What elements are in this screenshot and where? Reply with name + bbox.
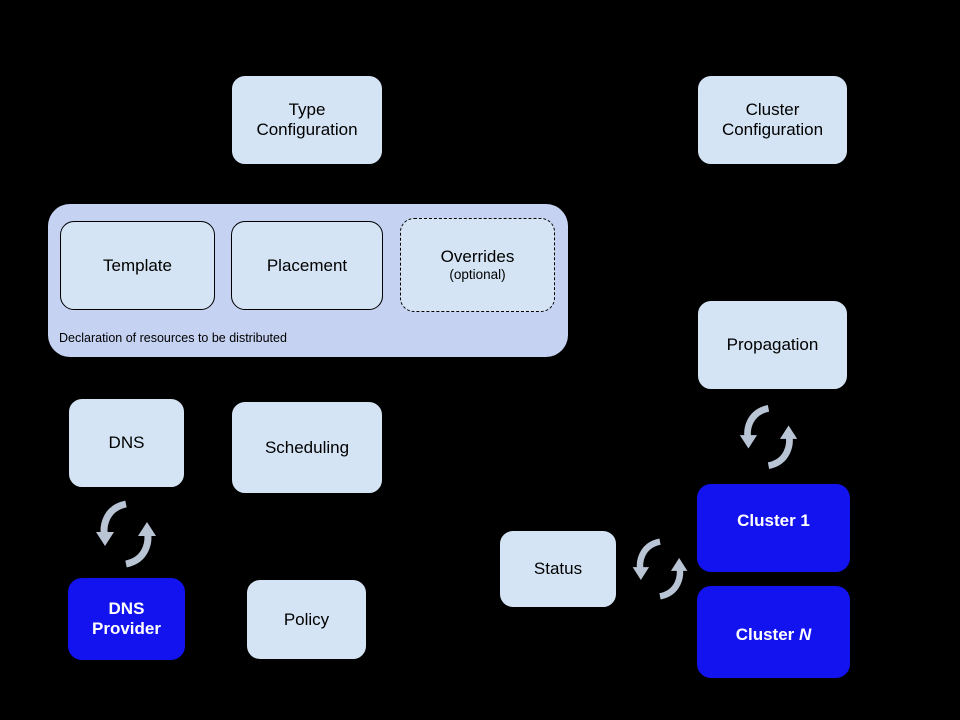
node-template[interactable]: Template [60,221,215,310]
node-overrides-label: Overrides (optional) [441,247,515,282]
node-dns-label: DNS [108,433,145,453]
node-cluster-configuration-line2: Configuration [721,120,824,139]
node-cluster-1[interactable]: Cluster 1 [697,484,850,572]
node-template-label: Template [103,255,172,275]
node-placement-label: Placement [266,255,348,275]
node-overrides[interactable]: Overrides (optional) [400,218,555,312]
node-propagation-label: Propagation [726,335,819,355]
node-dns-provider[interactable]: DNS Provider [68,578,185,660]
node-cluster-configuration-label: Cluster Configuration [722,100,823,139]
node-cluster-n[interactable]: Cluster N [697,586,850,678]
sync-arrows-icon-status [629,531,691,607]
node-policy-label: Policy [283,609,330,629]
node-cluster-1-index: 1 [800,511,810,530]
node-cluster-n-prefix: Cluster [735,625,799,644]
node-type-configuration-line2: Configuration [256,120,358,139]
node-type-configuration-label: Type Configuration [256,100,357,139]
node-type-configuration[interactable]: Type Configuration [231,75,383,165]
node-cluster-1-prefix: Cluster [737,511,801,530]
node-dns-provider-line2: Provider [92,619,161,638]
group-caption: Declaration of resources to be distribut… [59,331,287,345]
node-overrides-title: Overrides [440,247,515,267]
node-dns-provider-line1: DNS [108,599,145,619]
node-scheduling[interactable]: Scheduling [231,401,383,494]
node-overrides-sublabel: (optional) [449,267,506,283]
node-propagation[interactable]: Propagation [697,300,848,390]
node-status[interactable]: Status [499,530,617,608]
node-cluster-n-index: N [799,625,812,644]
node-policy[interactable]: Policy [246,579,367,660]
sync-arrows-icon-propagation [736,399,801,475]
node-status-label: Status [533,559,583,579]
node-cluster-configuration-line1: Cluster [745,100,800,120]
node-cluster-configuration[interactable]: Cluster Configuration [697,75,848,165]
sync-arrows-icon-dns [92,498,160,570]
node-cluster-1-label: Cluster 1 [737,511,810,531]
node-dns[interactable]: DNS [68,398,185,488]
node-scheduling-label: Scheduling [264,437,350,457]
node-cluster-n-label: Cluster N [736,625,812,645]
node-type-configuration-line1: Type [288,100,326,120]
node-placement[interactable]: Placement [231,221,383,310]
node-dns-provider-label: DNS Provider [92,599,161,638]
